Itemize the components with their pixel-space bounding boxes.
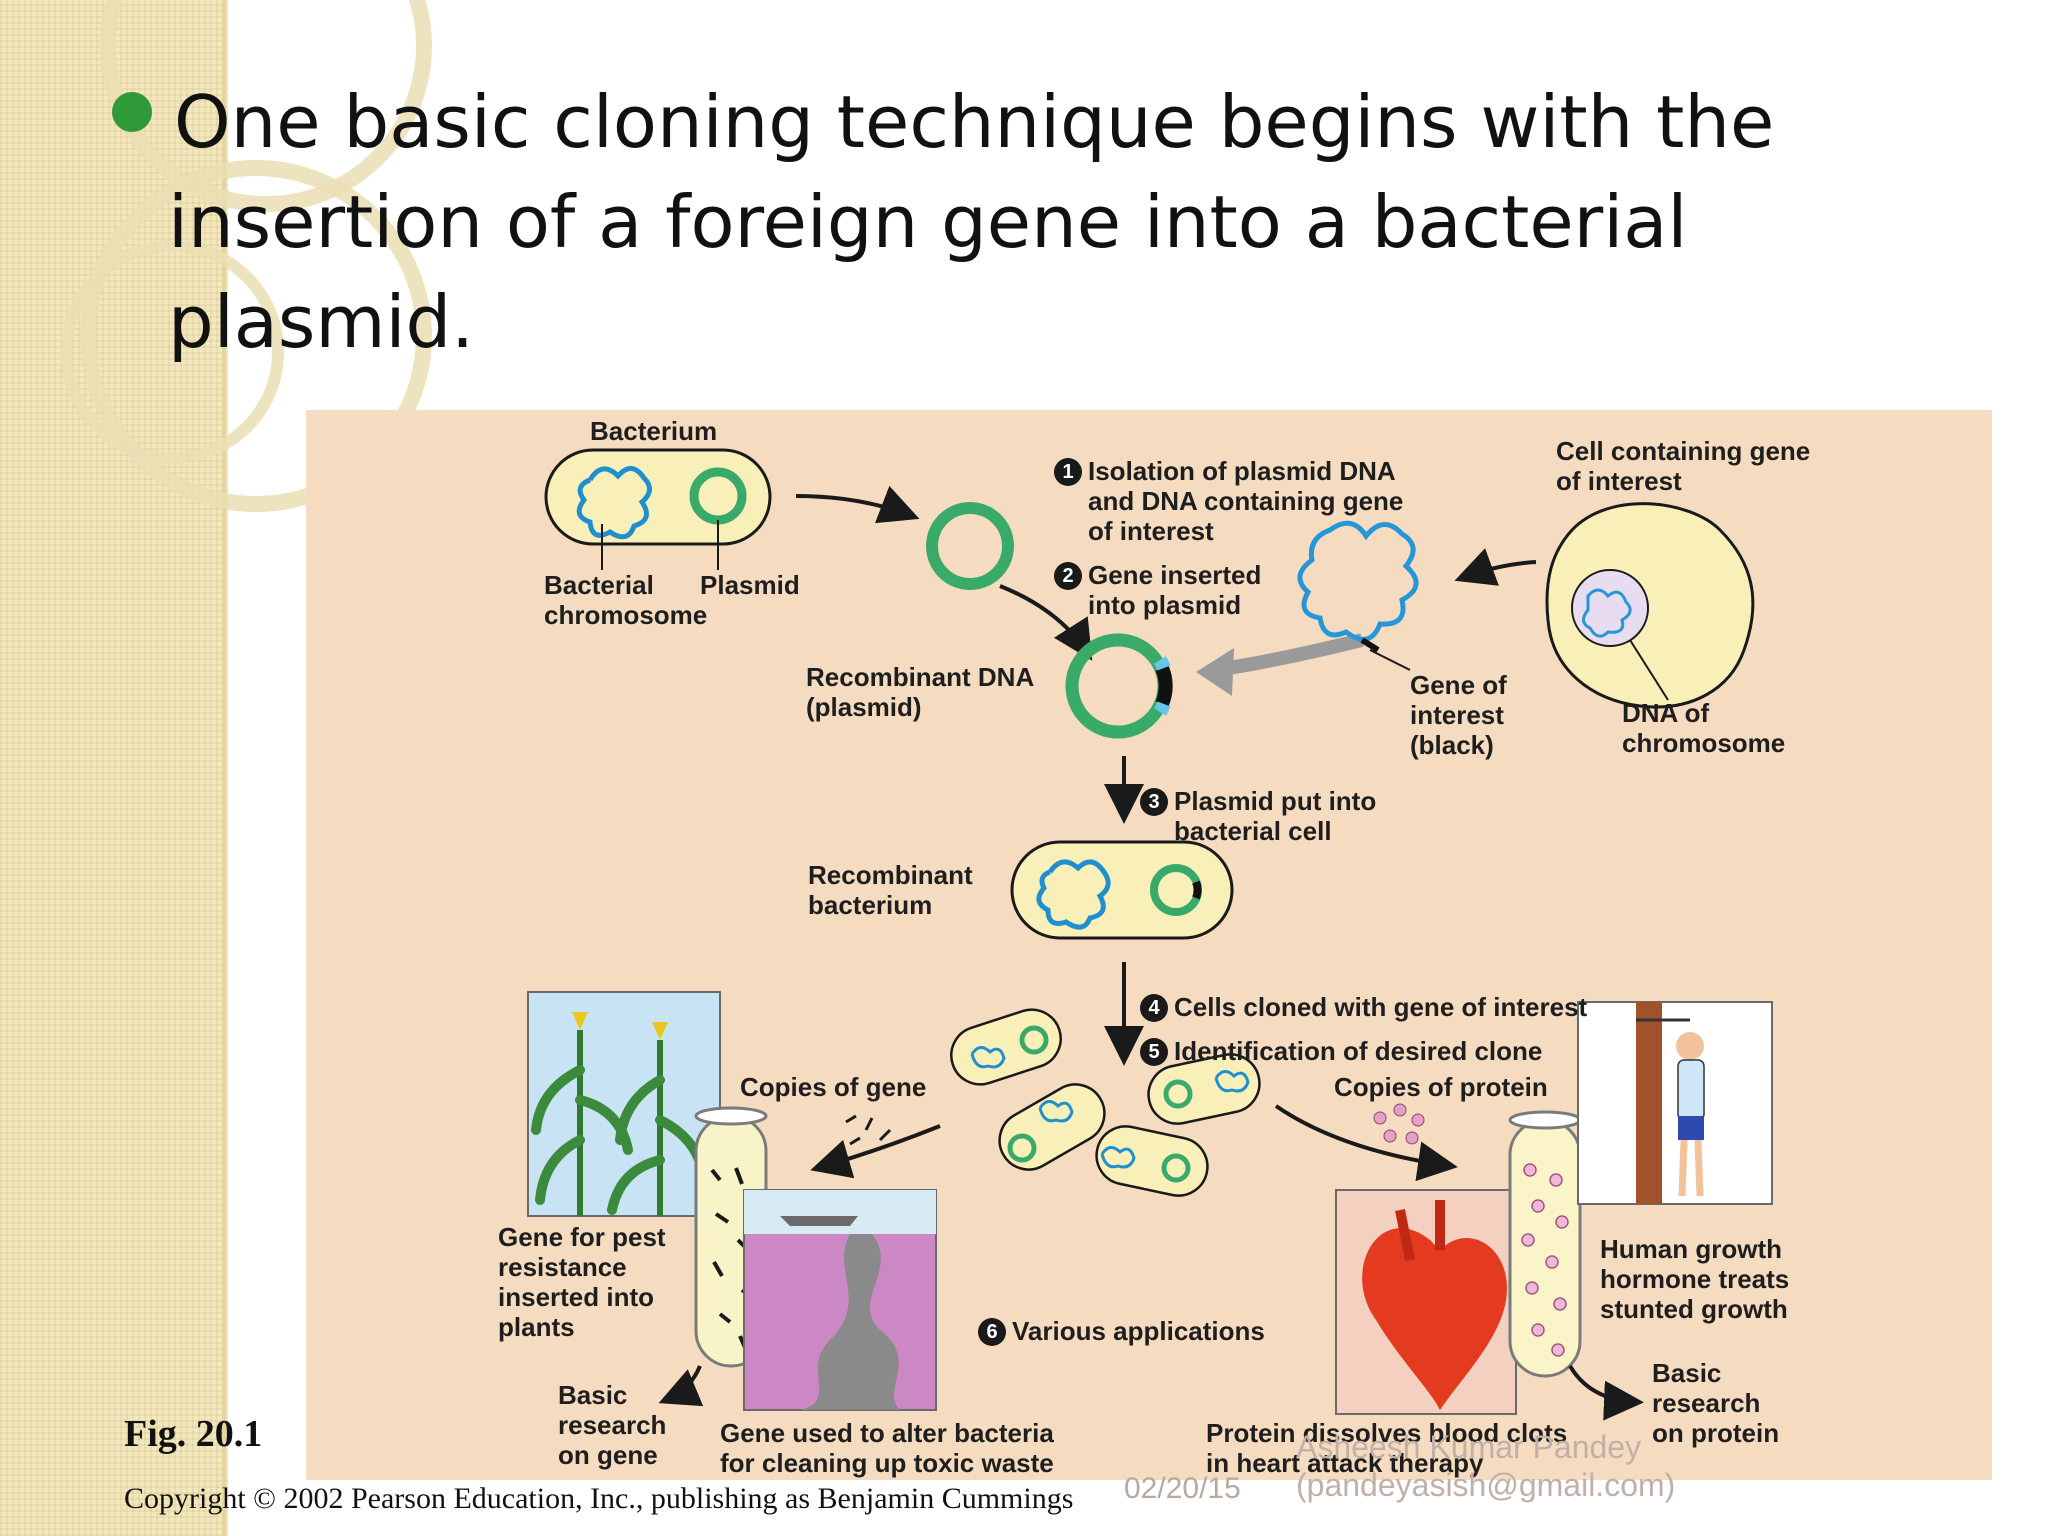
gene-label-leader (1369, 649, 1411, 671)
label-copies-of-protein: Copies of protein (1334, 1072, 1548, 1102)
gene-copies-fragments (845, 1114, 892, 1146)
toxic-waste-cleanup-image (743, 1189, 937, 1411)
corn-plants-image (527, 991, 721, 1217)
label-gene-pest-resistance: Gene for pest resistance inserted into p… (498, 1222, 666, 1342)
bullet-icon (112, 92, 152, 132)
label-bacterium: Bacterium (590, 416, 718, 446)
label-cell-containing-gene: Cell containing gene of interest (1556, 436, 1811, 496)
sidebar-edge (222, 0, 226, 1536)
gene-of-interest-dna (1297, 520, 1419, 642)
gene-black-segment (1360, 637, 1380, 653)
protein-copies-dots (1373, 1103, 1425, 1145)
bacterium-illustration (544, 448, 772, 570)
protein-test-tube (1508, 1110, 1582, 1378)
label-bacterial-chromosome: Bacterial chromosome (544, 570, 708, 630)
arrow-to-gene-copies (810, 1124, 941, 1179)
step-4-number-icon: 4 (1140, 994, 1168, 1022)
label-gene-of-interest: Gene of interest (black) (1410, 670, 1507, 760)
label-recombinant-dna: Recombinant DNA (plasmid) (806, 662, 1035, 722)
copyright-text: Copyright © 2002 Pearson Education, Inc.… (124, 1482, 1074, 1515)
growth-chart-image (1577, 1001, 1773, 1205)
step-3-number-icon: 3 (1140, 788, 1168, 816)
recombinant-bacterium-illustration (1010, 840, 1234, 940)
step-3-text: Plasmid put into bacterial cell (1174, 786, 1377, 846)
step-1-number-icon: 1 (1054, 458, 1082, 486)
label-gene-bacteria-toxic: Gene used to alter bacteria for cleaning… (720, 1418, 1054, 1478)
step-1-text: Isolation of plasmid DNA and DNA contain… (1088, 456, 1404, 546)
arrow-basic-research-gene (658, 1365, 704, 1407)
arrow-from-cell (1454, 548, 1537, 586)
title-line-2: insertion of a foreign gene into a bacte… (168, 180, 1688, 364)
label-basic-research-protein: Basic research on protein (1652, 1358, 1780, 1448)
label-basic-research-gene: Basic research on gene (558, 1380, 667, 1470)
step-2-text: Gene inserted into plasmid (1088, 560, 1262, 620)
cloned-bacteria (950, 1008, 1261, 1197)
arrow-to-recombinant (999, 584, 1093, 661)
step-6-text: Various applications (1012, 1316, 1265, 1346)
slide-title: One basic cloning technique begins with … (168, 72, 2014, 372)
step-5-text: Identification of desired clone (1174, 1036, 1543, 1066)
label-dna-of-chromosome: DNA of chromosome (1622, 698, 1786, 758)
label-recombinant-bacterium: Recombinant bacterium (808, 860, 973, 920)
figure-label: Fig. 20.1 (124, 1413, 263, 1455)
gene-insert-arrow-head (1196, 648, 1234, 696)
recombinant-plasmid (1065, 633, 1173, 739)
footer-date: 02/20/15 (1124, 1472, 1241, 1505)
label-plasmid: Plasmid (700, 570, 800, 600)
isolated-plasmid (926, 502, 1014, 590)
step-4-text: Cells cloned with gene of interest (1174, 992, 1588, 1022)
heart-image (1335, 1189, 1517, 1415)
step-6-number-icon: 6 (978, 1318, 1006, 1346)
footer-author: Asheesh Kumar Pandey (pandeyasish@gmail.… (1296, 1429, 1676, 1503)
step-2-number-icon: 2 (1054, 562, 1082, 590)
label-human-growth: Human growth hormone treats stunted grow… (1600, 1234, 1790, 1324)
arrow-to-protein-copies (1274, 1104, 1458, 1182)
label-protein-blood-clots: Protein dissolves blood clots in heart a… (1206, 1418, 1568, 1478)
label-copies-of-gene: Copies of gene (740, 1072, 927, 1102)
step-5-number-icon: 5 (1140, 1038, 1168, 1066)
cell-containing-gene-illustration (1545, 502, 1755, 709)
arrow-basic-research-protein (1568, 1364, 1644, 1421)
arrow-to-plasmid (795, 485, 920, 524)
title-line-1: One basic cloning technique begins with … (174, 80, 1775, 164)
gene-insert-arrow-shaft (1226, 633, 1364, 675)
